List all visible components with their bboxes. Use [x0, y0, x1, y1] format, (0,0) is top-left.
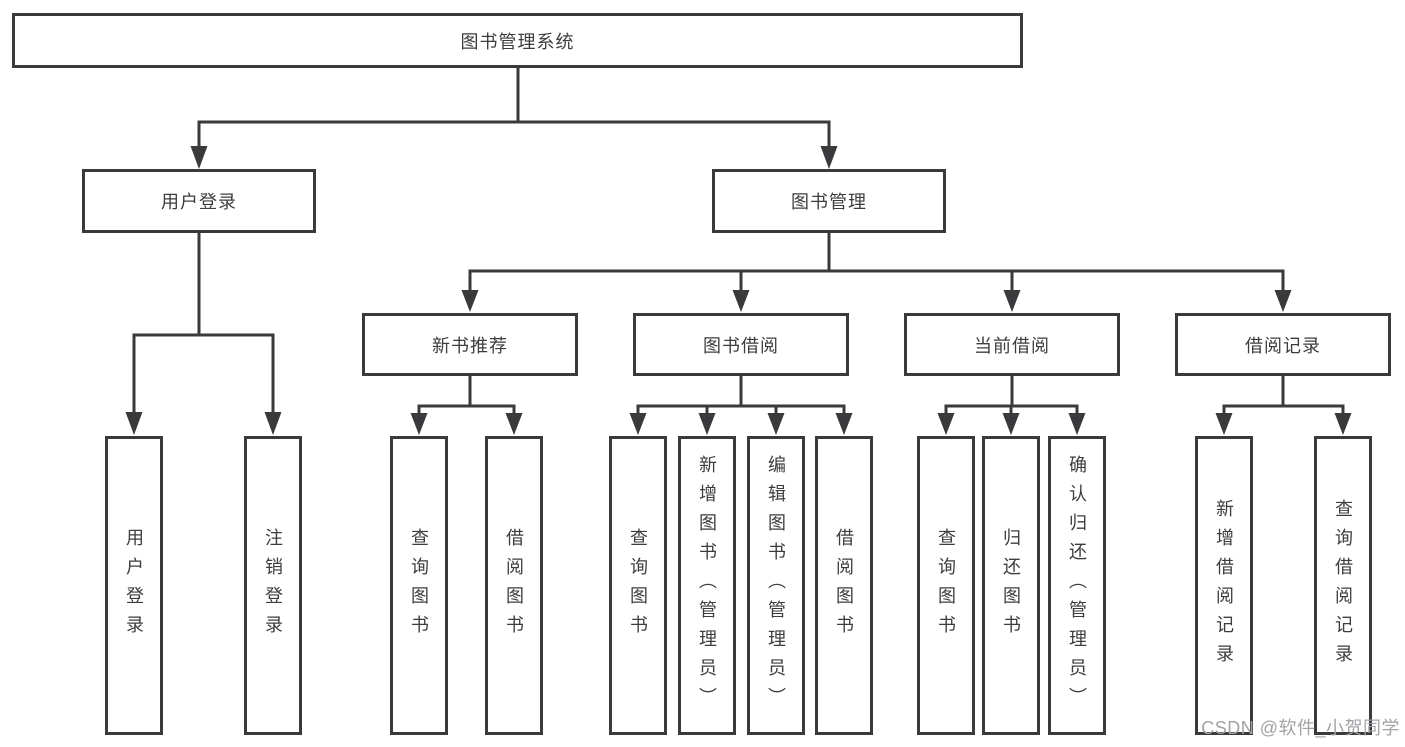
node-current-borrowing-label: 当前借阅	[974, 335, 1050, 356]
node-book-management: 图书管理	[712, 169, 946, 233]
leaf-query-books-borrowing: 查询图书	[609, 436, 667, 735]
leaf-borrow-books-borrowing: 借阅图书	[815, 436, 873, 735]
node-library-management-system-label: 图书管理系统	[460, 31, 575, 52]
leaf-user-login-label: 用户登录	[124, 527, 144, 644]
leaf-logout-login: 注销登录	[244, 436, 302, 735]
leaf-logout-login-label: 注销登录	[263, 527, 283, 644]
node-current-borrowing: 当前借阅	[904, 313, 1120, 376]
leaf-query-borrow-record: 查询借阅记录	[1314, 436, 1372, 735]
node-borrowing-records: 借阅记录	[1175, 313, 1391, 376]
leaf-edit-books-admin: 编辑图书（管理员）	[747, 436, 805, 735]
leaf-return-books: 归还图书	[982, 436, 1040, 735]
leaf-borrow-books-recommend: 借阅图书	[485, 436, 543, 735]
leaf-add-books-admin: 新增图书（管理员）	[678, 436, 736, 735]
leaf-add-borrow-record-label: 新增借阅记录	[1214, 498, 1234, 673]
node-user-login: 用户登录	[82, 169, 316, 233]
leaf-user-login: 用户登录	[105, 436, 163, 735]
leaf-confirm-return-admin-label: 确认归还（管理员）	[1067, 455, 1087, 716]
leaf-confirm-return-admin: 确认归还（管理员）	[1048, 436, 1106, 735]
node-new-book-recommendation-label: 新书推荐	[432, 335, 508, 356]
node-borrowing-records-label: 借阅记录	[1245, 335, 1321, 356]
leaf-query-books-current: 查询图书	[917, 436, 975, 735]
leaf-query-books-recommend-label: 查询图书	[409, 527, 429, 644]
node-user-login-label: 用户登录	[161, 192, 237, 212]
leaf-query-books-borrowing-label: 查询图书	[628, 527, 648, 644]
leaf-edit-books-admin-label: 编辑图书（管理员）	[766, 455, 786, 716]
leaf-add-borrow-record: 新增借阅记录	[1195, 436, 1253, 735]
leaf-borrow-books-borrowing-label: 借阅图书	[834, 527, 854, 644]
node-library-management-system: 图书管理系统	[12, 13, 1023, 68]
leaf-query-books-current-label: 查询图书	[936, 527, 956, 644]
leaf-query-borrow-record-label: 查询借阅记录	[1333, 498, 1353, 673]
node-book-management-label: 图书管理	[791, 192, 867, 212]
node-book-borrowing-label: 图书借阅	[703, 335, 779, 356]
leaf-add-books-admin-label: 新增图书（管理员）	[697, 455, 717, 716]
node-book-borrowing: 图书借阅	[633, 313, 849, 376]
node-new-book-recommendation: 新书推荐	[362, 313, 578, 376]
leaf-return-books-label: 归还图书	[1001, 527, 1021, 644]
leaf-query-books-recommend: 查询图书	[390, 436, 448, 735]
leaf-borrow-books-recommend-label: 借阅图书	[504, 527, 524, 644]
